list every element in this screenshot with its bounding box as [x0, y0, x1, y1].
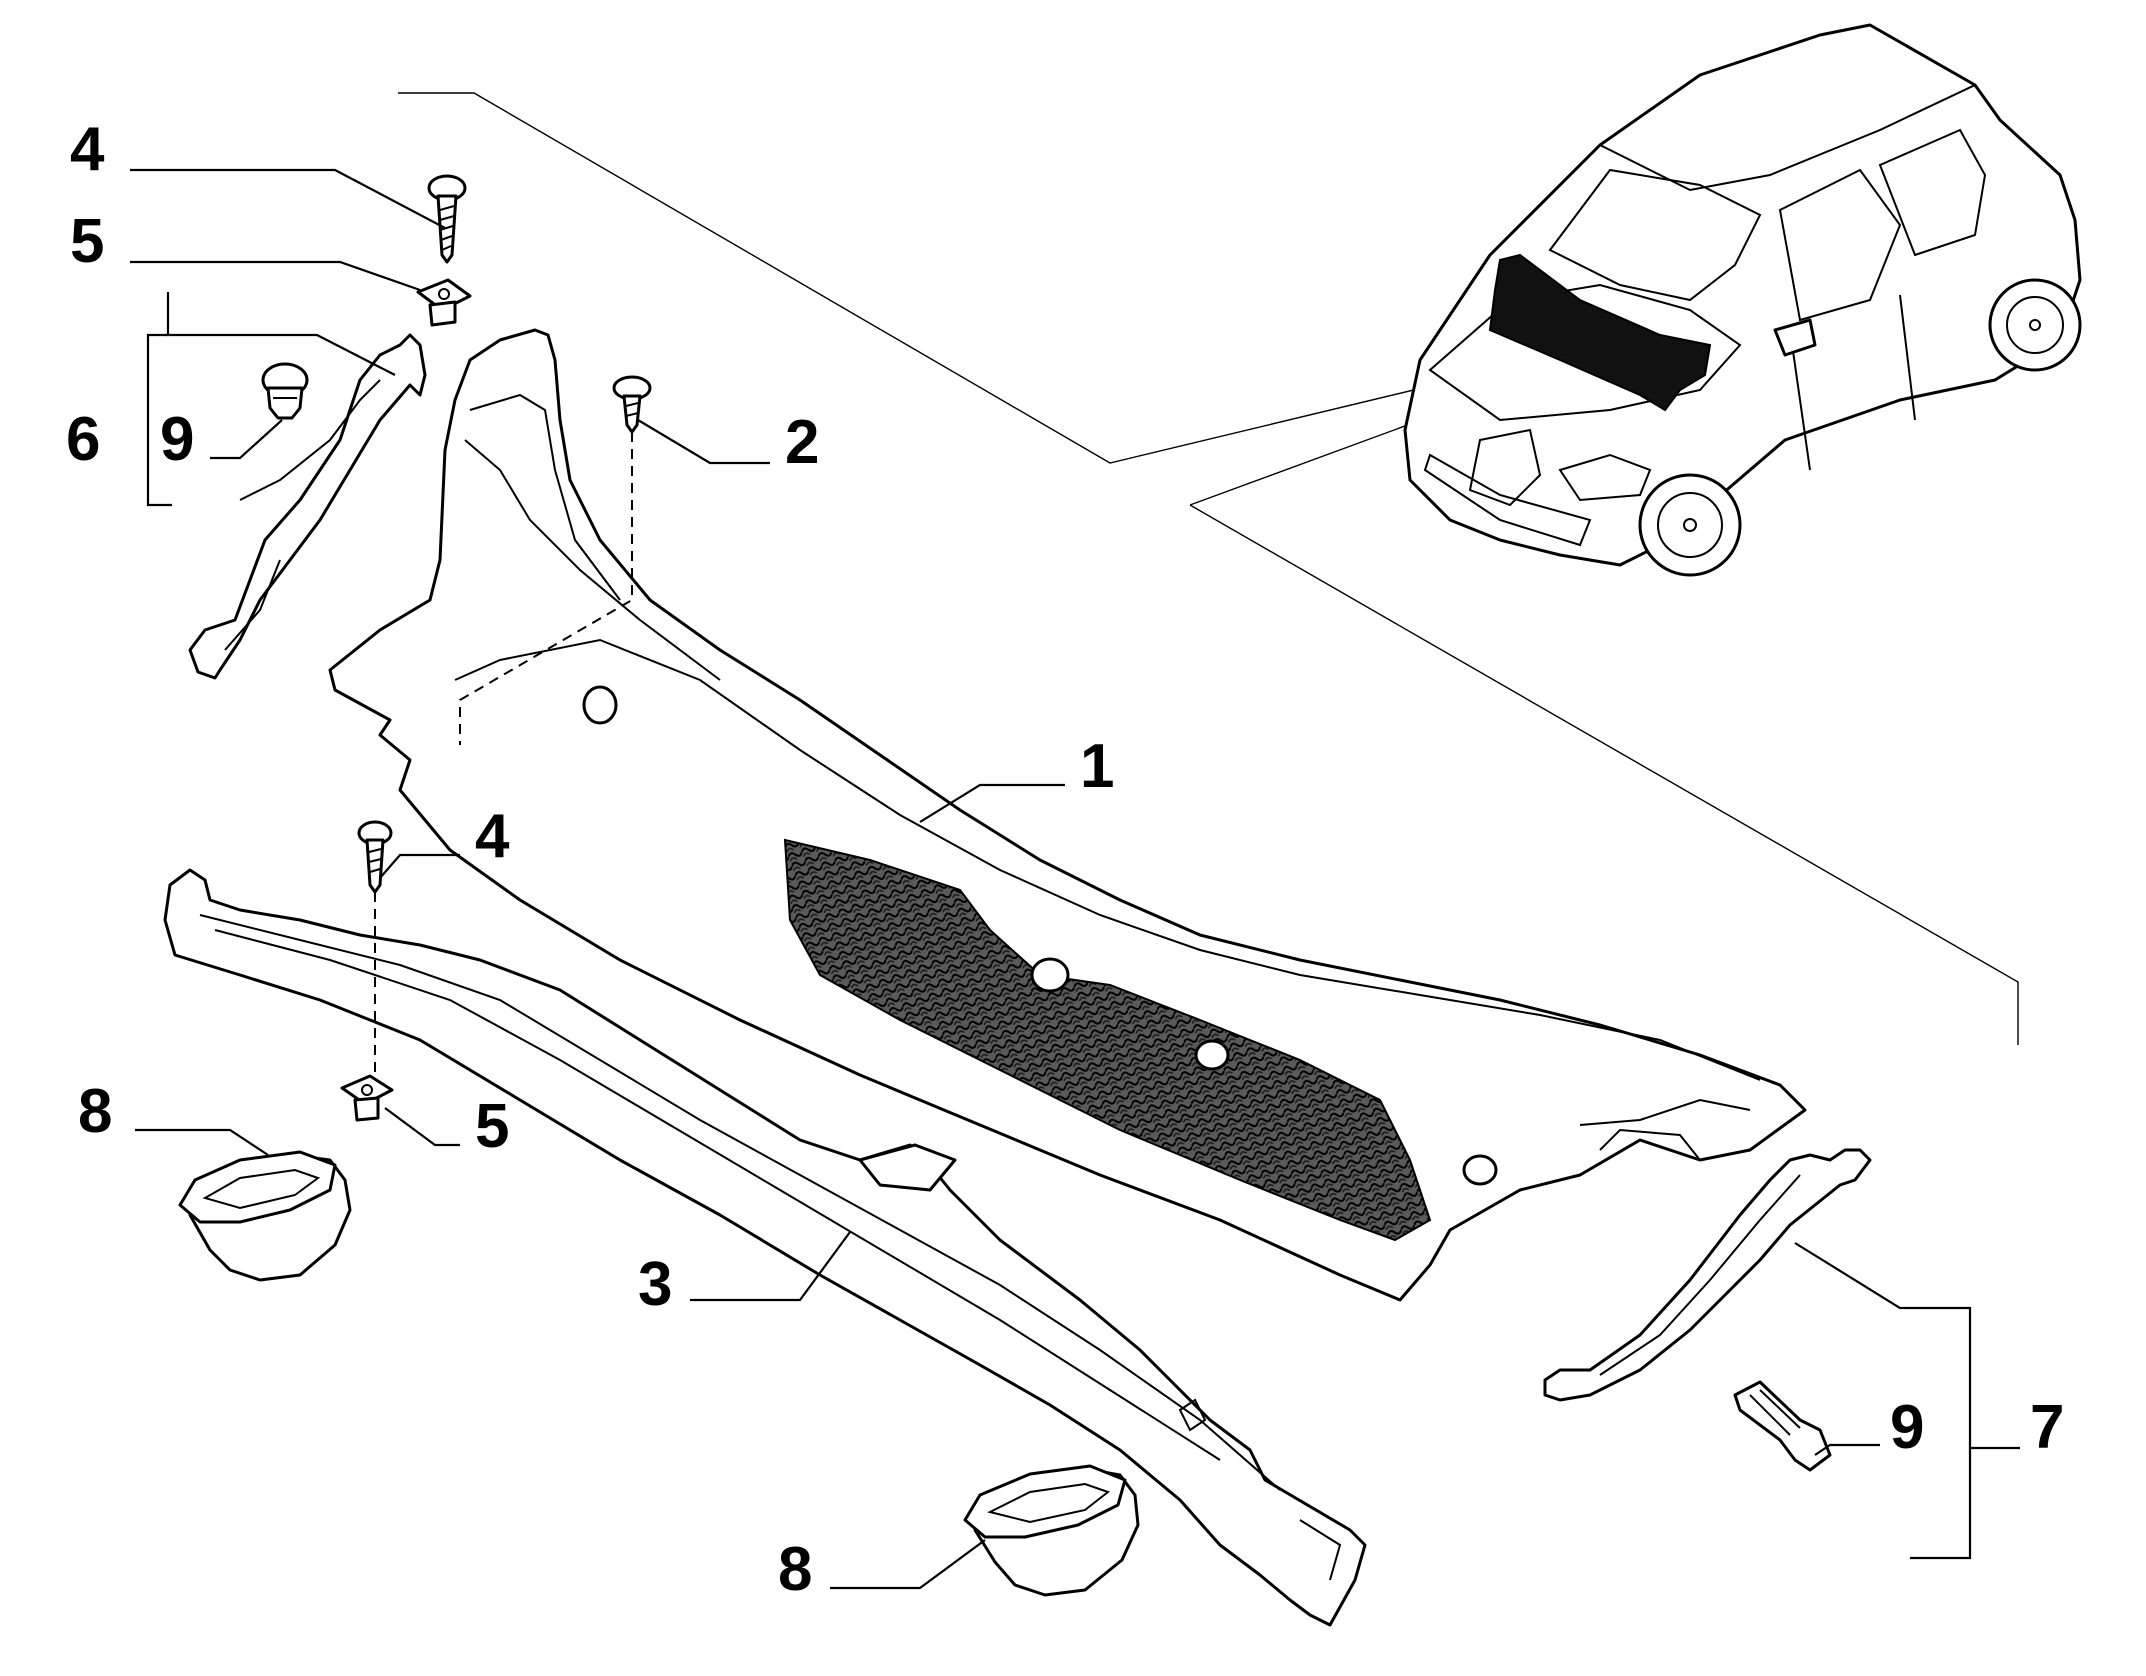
screw-icon [427, 174, 467, 264]
callout-9-left: 9 [160, 405, 194, 474]
car-locator-icon [1403, 23, 2082, 577]
clip-nut-icon [340, 1074, 394, 1122]
callout-9-right: 9 [1890, 1393, 1924, 1462]
push-rivet-icon [261, 362, 309, 420]
part-1-cowl-panel [328, 328, 1807, 1302]
part-3-seal-strip [163, 868, 1367, 1627]
part-7-right-bracket [1543, 1148, 1872, 1402]
callout-2: 2 [785, 408, 819, 477]
callout-5-top: 5 [70, 207, 104, 276]
screw-icon [612, 375, 652, 434]
callout-1: 1 [1080, 732, 1114, 801]
grommet-icon [178, 1150, 352, 1282]
callout-3: 3 [638, 1250, 672, 1319]
push-rivet-icon [1733, 1380, 1832, 1472]
screw-icon [357, 820, 393, 894]
callout-7: 7 [2030, 1393, 2064, 1462]
callout-5-mid: 5 [475, 1092, 509, 1161]
callout-4-mid: 4 [475, 802, 510, 871]
callout-6: 6 [66, 405, 100, 474]
part-6-left-bracket [188, 333, 427, 680]
callout-8-bottom: 8 [778, 1535, 812, 1604]
assembly-axes [374, 432, 633, 1076]
clip-nut-icon [416, 278, 472, 327]
grommet-icon [963, 1464, 1140, 1597]
callout-4-top: 4 [70, 115, 105, 184]
leader-lines [130, 168, 2020, 1590]
callout-labels: 4 5 6 9 2 1 4 8 5 3 8 9 7 [66, 115, 2064, 1604]
callout-8-left: 8 [78, 1077, 112, 1146]
